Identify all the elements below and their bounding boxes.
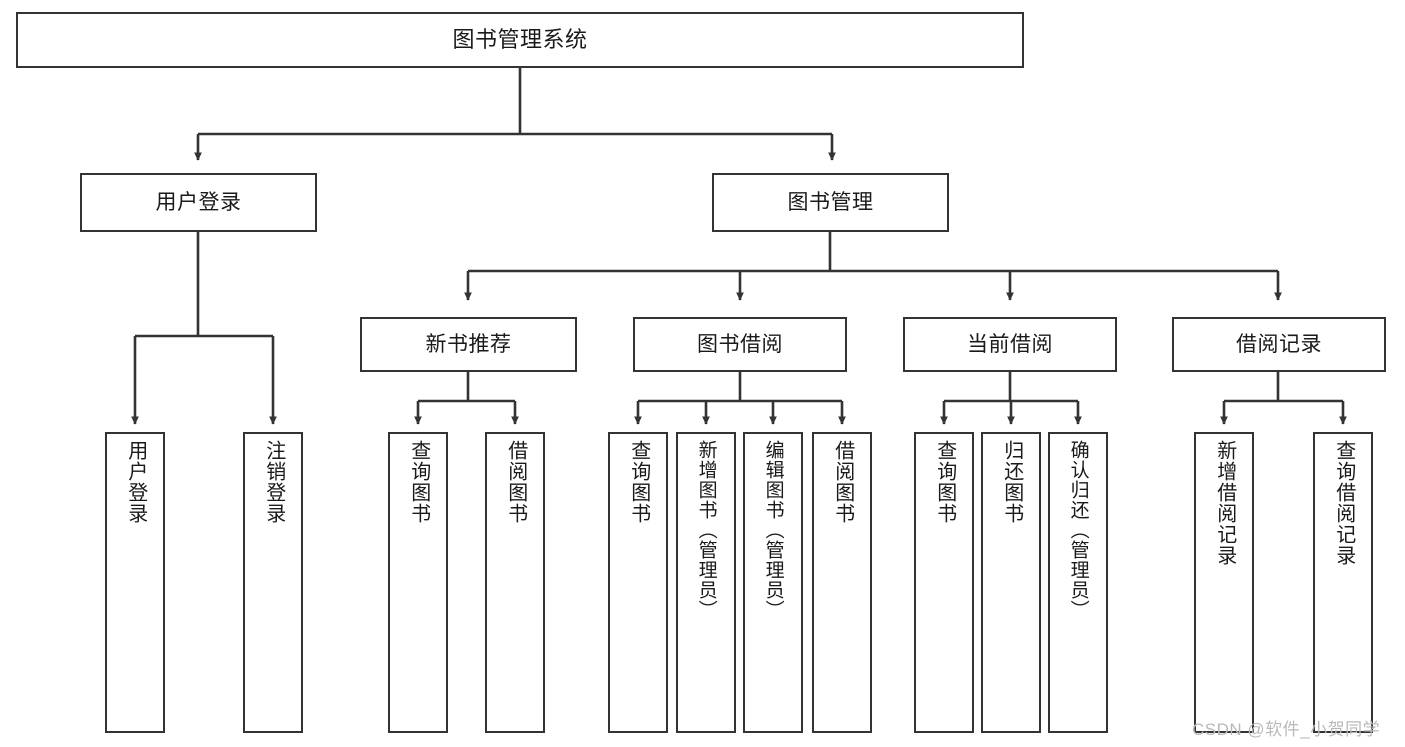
edge-borrowrecord-to-leaves: [1220, 372, 1347, 425]
leaf-label: 归还图书: [1000, 440, 1023, 524]
node-leaf-borrow-book-1[interactable]: 借阅图书: [485, 432, 545, 733]
node-book-manage[interactable]: 图书管理: [712, 173, 949, 232]
edge-currentborrow-to-leaves: [940, 372, 1082, 425]
node-leaf-query-book-3[interactable]: 查询图书: [914, 432, 974, 733]
node-leaf-user-logout[interactable]: 注销登录: [243, 432, 303, 733]
leaf-label: 用户登录: [124, 440, 147, 524]
edge-root-to-level2: [194, 68, 836, 161]
node-leaf-add-book[interactable]: 新增图书（管理员）: [676, 432, 736, 733]
node-leaf-confirm-return[interactable]: 确认归还（管理员）: [1048, 432, 1108, 733]
leaf-label: 借阅图书: [504, 440, 527, 524]
node-leaf-borrow-book-2[interactable]: 借阅图书: [812, 432, 872, 733]
leaf-label: 确认归还（管理员）: [1067, 440, 1089, 620]
node-leaf-query-book-2[interactable]: 查询图书: [608, 432, 668, 733]
leaf-label: 查询借阅记录: [1332, 440, 1355, 566]
node-leaf-edit-book[interactable]: 编辑图书（管理员）: [743, 432, 803, 733]
watermark-csdn: CSDN @软件_小贺同学: [1192, 720, 1381, 739]
edge-bookborrow-to-leaves: [634, 372, 846, 425]
node-leaf-add-record[interactable]: 新增借阅记录: [1194, 432, 1254, 733]
leaf-label: 查询图书: [933, 440, 956, 524]
leaf-label: 新增图书（管理员）: [695, 440, 717, 620]
node-user-login[interactable]: 用户登录: [80, 173, 317, 232]
node-root-system[interactable]: 图书管理系统: [16, 12, 1024, 68]
leaf-label: 借阅图书: [831, 440, 854, 524]
edge-newbook-to-leaves: [414, 372, 519, 425]
leaf-label: 编辑图书（管理员）: [762, 440, 784, 620]
node-borrow-record[interactable]: 借阅记录: [1172, 317, 1386, 372]
leaf-label: 注销登录: [262, 440, 285, 524]
leaf-label: 查询图书: [627, 440, 650, 524]
node-new-book-recommend[interactable]: 新书推荐: [360, 317, 577, 372]
node-leaf-query-book-1[interactable]: 查询图书: [388, 432, 448, 733]
edge-userlogin-to-leaves: [131, 232, 277, 425]
edge-bookmanage-to-level3: [464, 232, 1282, 301]
node-leaf-query-record[interactable]: 查询借阅记录: [1313, 432, 1373, 733]
node-book-borrow[interactable]: 图书借阅: [633, 317, 847, 372]
node-current-borrow[interactable]: 当前借阅: [903, 317, 1117, 372]
node-leaf-user-login[interactable]: 用户登录: [105, 432, 165, 733]
node-leaf-return-book[interactable]: 归还图书: [981, 432, 1041, 733]
leaf-label: 查询图书: [407, 440, 430, 524]
leaf-label: 新增借阅记录: [1213, 440, 1236, 566]
